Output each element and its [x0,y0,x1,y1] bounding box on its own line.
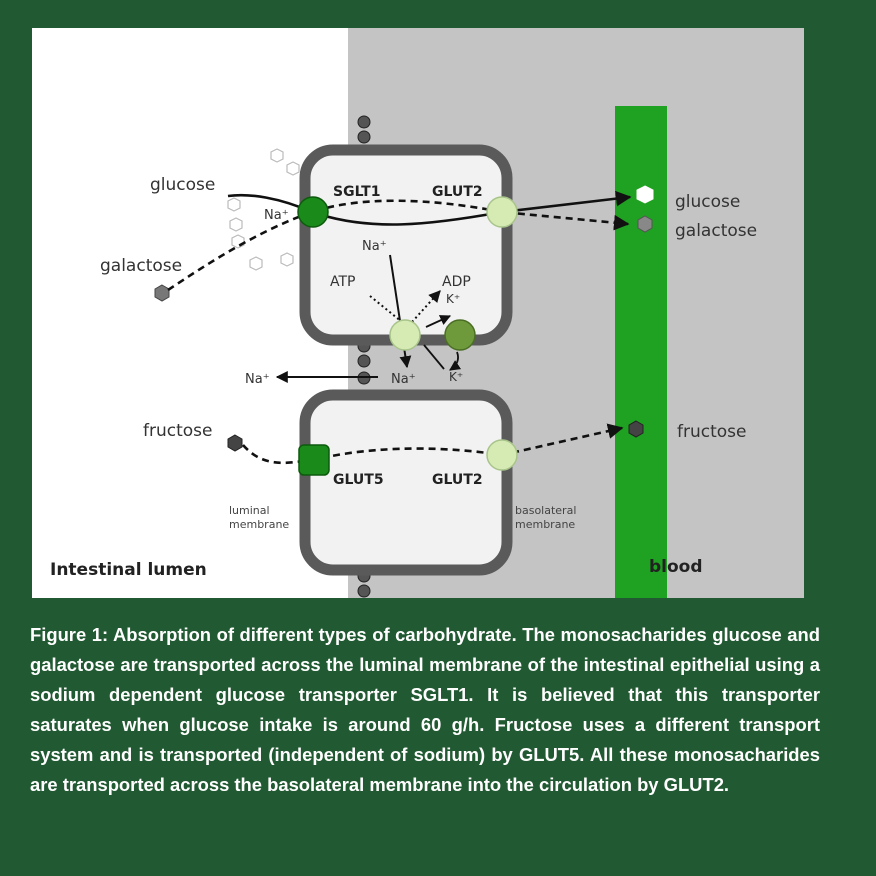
na-k-atpase-k-site [444,319,476,351]
k-inflow-arrow [425,315,451,328]
na-label-efflux: Na⁺ [245,372,270,387]
glut5-transporter [298,444,330,476]
k-label-pump-top: K⁺ [446,292,460,306]
galactose-path [167,199,630,292]
glucose-hexagons [227,148,300,271]
lumen-area [32,28,348,598]
intestinal-lumen-label: Intestinal lumen [50,560,207,580]
luminal-membrane-label-1: luminal [229,504,270,517]
fructose-hexagon-blood [628,420,644,438]
na-label-sglt1: Na⁺ [264,208,289,223]
glut2-transporter-top [486,196,518,228]
blood-vessel [615,106,667,598]
adp-dotted-arrow [411,290,441,323]
blood-label: blood [649,557,703,577]
sglt1-label: SGLT1 [333,184,380,200]
glut5-label: GLUT5 [333,472,384,488]
k-out-arrow [423,344,445,370]
adp-label: ADP [442,274,471,290]
tight-junction-top [357,115,371,144]
na-k-atpase-na-site [389,319,421,351]
galactose-hexagon-lumen [154,284,170,302]
glut2-top-label: GLUT2 [432,184,483,200]
fructose-hexagon-lumen [227,434,243,452]
k-label-pump-bottom: K⁺ [449,370,463,384]
luminal-membrane-label-2: membrane [229,518,289,531]
fructose-label-right: fructose [677,422,746,442]
na-label-pump-out: Na⁺ [391,372,416,387]
glucose-label-right: glucose [675,192,740,212]
atp-label: ATP [330,274,355,290]
k-curve-arrow [449,351,462,371]
glut2-transporter-bottom [486,439,518,471]
na-label-pump-in: Na⁺ [362,239,387,254]
sglt1-transporter [297,196,329,228]
basolateral-membrane-label-1: basolateral [515,504,576,517]
epithelial-cell-bottom [299,389,513,576]
figure-caption: Figure 1: Absorption of different types … [30,624,820,795]
atp-dotted-arrow [369,295,403,323]
basolateral-membrane-label-2: membrane [515,518,575,531]
glucose-path [227,190,632,226]
galactose-label-right: galactose [675,221,757,241]
fructose-label-left: fructose [143,421,212,441]
epithelial-cell-top [299,144,513,346]
glucose-label-left: glucose [150,175,215,195]
galactose-hexagon-blood [637,215,653,233]
galactose-label-left: galactose [100,256,182,276]
glut2-bottom-label: GLUT2 [432,472,483,488]
fructose-path [242,423,624,465]
glucose-hexagon-blood [636,185,654,204]
